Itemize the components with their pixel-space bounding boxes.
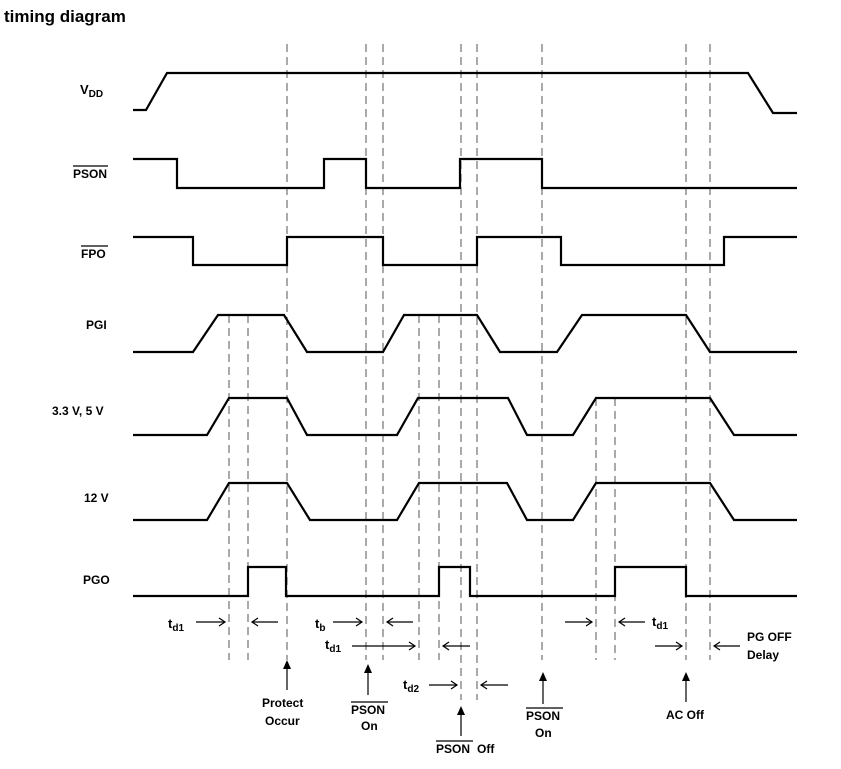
v12-waveform <box>133 481 797 522</box>
event-arrowhead-pson-on-2 <box>539 672 547 681</box>
arrowhead-td2-in <box>450 680 459 690</box>
pson-off-label-line1: PSON <box>436 742 470 756</box>
pgo-waveform <box>133 565 797 598</box>
td1-right-label: td1 <box>652 614 668 632</box>
vdd-waveform <box>133 71 797 115</box>
arrowhead-td1-left-out <box>250 617 259 627</box>
arrowhead-tb-in <box>355 617 364 627</box>
pson-waveform <box>133 157 797 190</box>
event-arrowhead-ac-off <box>682 672 690 681</box>
ac-off-label: AC Off <box>666 708 705 722</box>
pson-on-1-label-line1: PSON <box>351 703 385 717</box>
v33-v5-label: 3.3 V, 5 V <box>52 404 104 418</box>
arrowhead-td1-right-in <box>585 617 594 627</box>
arrowhead-td1-left-in <box>218 617 227 627</box>
pson-off-label-line2: Off <box>477 742 495 756</box>
arrowhead-pg-off-in <box>675 641 684 651</box>
td1-left-label: td1 <box>168 616 184 634</box>
pson-label: PSON <box>73 167 107 181</box>
protect-label-line2: Occur <box>265 714 300 728</box>
arrowhead-td1-mid-out <box>441 641 450 651</box>
guide-lines <box>228 44 711 700</box>
v33-v5-waveform <box>133 396 797 437</box>
event-arrowhead-pson-off <box>457 706 465 715</box>
td2-label: td2 <box>403 677 419 695</box>
event-arrowhead-pson-on-1 <box>364 664 372 673</box>
tb-label: tb <box>315 616 325 634</box>
event-arrowhead-protect <box>283 660 291 669</box>
pgi-label: PGI <box>86 318 107 332</box>
arrowhead-td1-right-out <box>617 617 626 627</box>
diagram-title: timing diagram <box>4 7 126 26</box>
pson-on-2-label-line1: PSON <box>526 709 560 723</box>
timing-arrows <box>196 617 740 690</box>
pson-on-2-label-line2: On <box>535 726 552 740</box>
event-arrows <box>283 660 690 736</box>
vdd-label: VDD <box>80 82 103 100</box>
arrowhead-td1-mid-in <box>408 641 417 651</box>
pg-off-delay-label-line1: PG OFF <box>747 630 792 644</box>
pg-off-delay-label-line2: Delay <box>747 648 779 662</box>
pgo-label: PGO <box>83 573 110 587</box>
pgi-waveform <box>133 313 797 354</box>
td1-mid-label: td1 <box>325 637 341 655</box>
fpo-label: FPO <box>81 247 106 261</box>
protect-label-line1: Protect <box>262 696 303 710</box>
arrowhead-pg-off-out <box>712 641 721 651</box>
arrowhead-tb-out <box>385 617 394 627</box>
pson-on-1-label-line2: On <box>361 719 378 733</box>
v12-label: 12 V <box>84 491 109 505</box>
fpo-waveform <box>133 235 797 267</box>
arrowhead-td2-out <box>479 680 488 690</box>
